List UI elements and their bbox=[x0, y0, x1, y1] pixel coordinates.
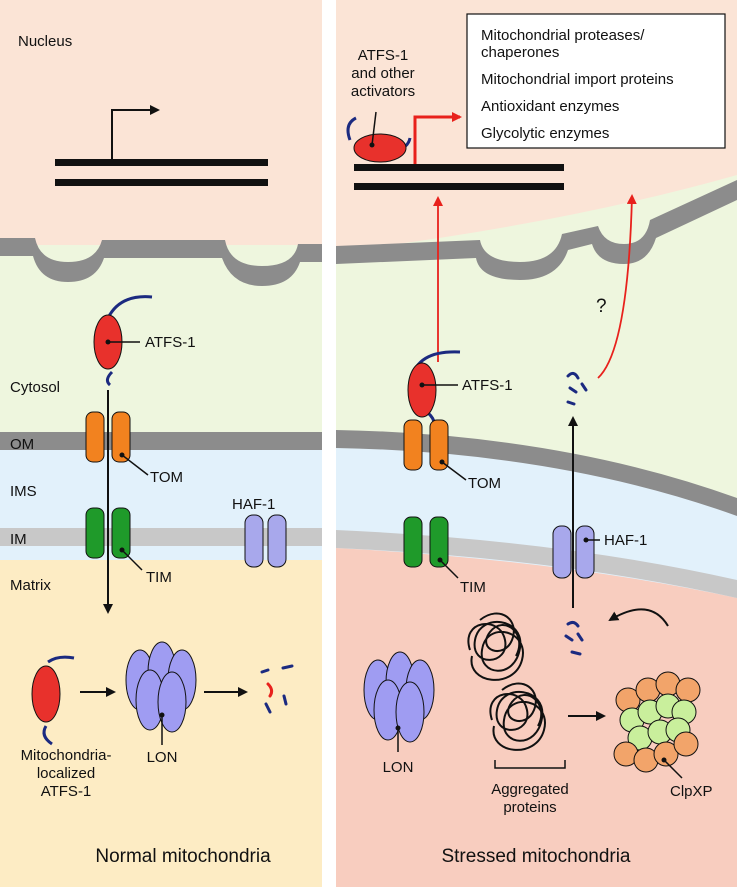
stressed-tom-subunit-b bbox=[429, 419, 449, 471]
activators-label-line2: and other bbox=[351, 65, 414, 82]
normal-panel: Nucleus Cytosol OM IMS IM Matrix ATFS-1 … bbox=[0, 0, 322, 887]
exported-peptides bbox=[566, 371, 588, 406]
activators-label-line3: activators bbox=[351, 83, 415, 100]
tom-label: TOM bbox=[150, 469, 183, 486]
aggregated-bracket bbox=[494, 760, 566, 769]
stressed-atfs1-label: ATFS-1 bbox=[462, 377, 513, 394]
degraded-peptides-normal bbox=[260, 664, 294, 714]
matrix-peptides bbox=[564, 620, 584, 656]
lon-protease-normal bbox=[125, 641, 197, 733]
normal-mitochondria-title: Normal mitochondria bbox=[95, 846, 271, 867]
haf1-label: HAF-1 bbox=[232, 496, 275, 513]
stressed-tim-label: TIM bbox=[460, 579, 486, 596]
haf1-subunit-a bbox=[244, 514, 264, 568]
stressed-tim-subunit-a bbox=[403, 516, 423, 568]
lon-label-normal: LON bbox=[147, 749, 178, 766]
ims-label: IMS bbox=[10, 483, 37, 500]
om-label: OM bbox=[10, 436, 34, 453]
transcription-start-arrow bbox=[111, 105, 160, 159]
matrix-label: Matrix bbox=[10, 577, 51, 594]
stressed-haf1-subunit-b bbox=[575, 525, 595, 579]
dna-strand-top-stressed bbox=[354, 164, 564, 171]
cytosol-label: Cytosol bbox=[10, 379, 60, 396]
stressed-tom-subunit-a bbox=[403, 419, 423, 471]
nuclear-envelope-stressed bbox=[336, 180, 737, 280]
stressed-lon-label: LON bbox=[383, 759, 414, 776]
tom-subunit-b bbox=[111, 411, 131, 463]
bound-atfs1-tail-a bbox=[346, 116, 357, 141]
stressed-atfs1-protein bbox=[407, 362, 437, 418]
activators-label-line1: ATFS-1 bbox=[358, 47, 409, 64]
dna-strand-bottom-stressed bbox=[354, 183, 564, 190]
mito-atfs1-label-line1: Mitochondria- bbox=[21, 747, 112, 764]
stressed-panel: Mitochondrial proteases/ chaperones Mito… bbox=[336, 0, 737, 887]
nucleus-label: Nucleus bbox=[18, 33, 72, 50]
im-label: IM bbox=[10, 531, 27, 548]
unknown-mechanism-question: ? bbox=[596, 296, 607, 317]
stressed-haf1-subunit-a bbox=[552, 525, 572, 579]
mito-atfs1-label-line3: ATFS-1 bbox=[41, 783, 92, 800]
nuclear-envelope-normal bbox=[0, 238, 322, 286]
gene-target-4: Glycolytic enzymes bbox=[481, 125, 609, 142]
dna-strand-top-normal bbox=[55, 159, 268, 166]
activated-transcription-arrow bbox=[413, 112, 462, 164]
stressed-tom-label: TOM bbox=[468, 475, 501, 492]
mito-atfs1-protein bbox=[31, 665, 61, 723]
atfs1-tail-n bbox=[106, 295, 153, 319]
aggregated-label-line2: proteins bbox=[503, 799, 556, 816]
tim-subunit-b bbox=[111, 507, 131, 559]
gene-targets-box bbox=[466, 13, 726, 149]
stressed-tim-subunit-b bbox=[429, 516, 449, 568]
panel-divider bbox=[322, 0, 336, 887]
tim-label: TIM bbox=[146, 569, 172, 586]
atfs1-label: ATFS-1 bbox=[145, 334, 196, 351]
bound-atfs1-protein bbox=[353, 133, 407, 163]
clpxp-label: ClpXP bbox=[670, 783, 713, 800]
peptide-signal-arrow bbox=[597, 194, 637, 379]
tom-subunit-a bbox=[85, 411, 105, 463]
gene-target-3: Antioxidant enzymes bbox=[481, 98, 619, 115]
mito-atfs1-label-line2: localized bbox=[37, 765, 95, 782]
clpxp-protease bbox=[613, 671, 701, 773]
atfs1-tail-c bbox=[105, 370, 114, 387]
aggregated-protein-b bbox=[489, 682, 546, 751]
clpxp-output-arrow bbox=[608, 608, 669, 627]
outer-membrane-normal bbox=[0, 432, 322, 450]
mito-atfs1-tail-n bbox=[47, 655, 75, 664]
gene-target-1: chaperones bbox=[481, 44, 559, 61]
aggregated-protein-a bbox=[467, 612, 524, 681]
tim-subunit-a bbox=[85, 507, 105, 559]
haf1-subunit-b bbox=[267, 514, 287, 568]
inner-membrane-normal bbox=[0, 528, 322, 546]
stressed-haf1-label: HAF-1 bbox=[604, 532, 647, 549]
dna-strand-bottom-normal bbox=[55, 179, 268, 186]
nucleus-region-normal bbox=[0, 0, 322, 245]
gene-target-2: Mitochondrial import proteins bbox=[481, 71, 674, 88]
lon-protease-stressed bbox=[363, 651, 435, 743]
stressed-mitochondria-title: Stressed mitochondria bbox=[441, 846, 630, 867]
aggregated-label-line1: Aggregated bbox=[491, 781, 569, 798]
gene-target-0: Mitochondrial proteases/ bbox=[481, 27, 645, 44]
mito-atfs1-tail-c bbox=[42, 725, 53, 746]
